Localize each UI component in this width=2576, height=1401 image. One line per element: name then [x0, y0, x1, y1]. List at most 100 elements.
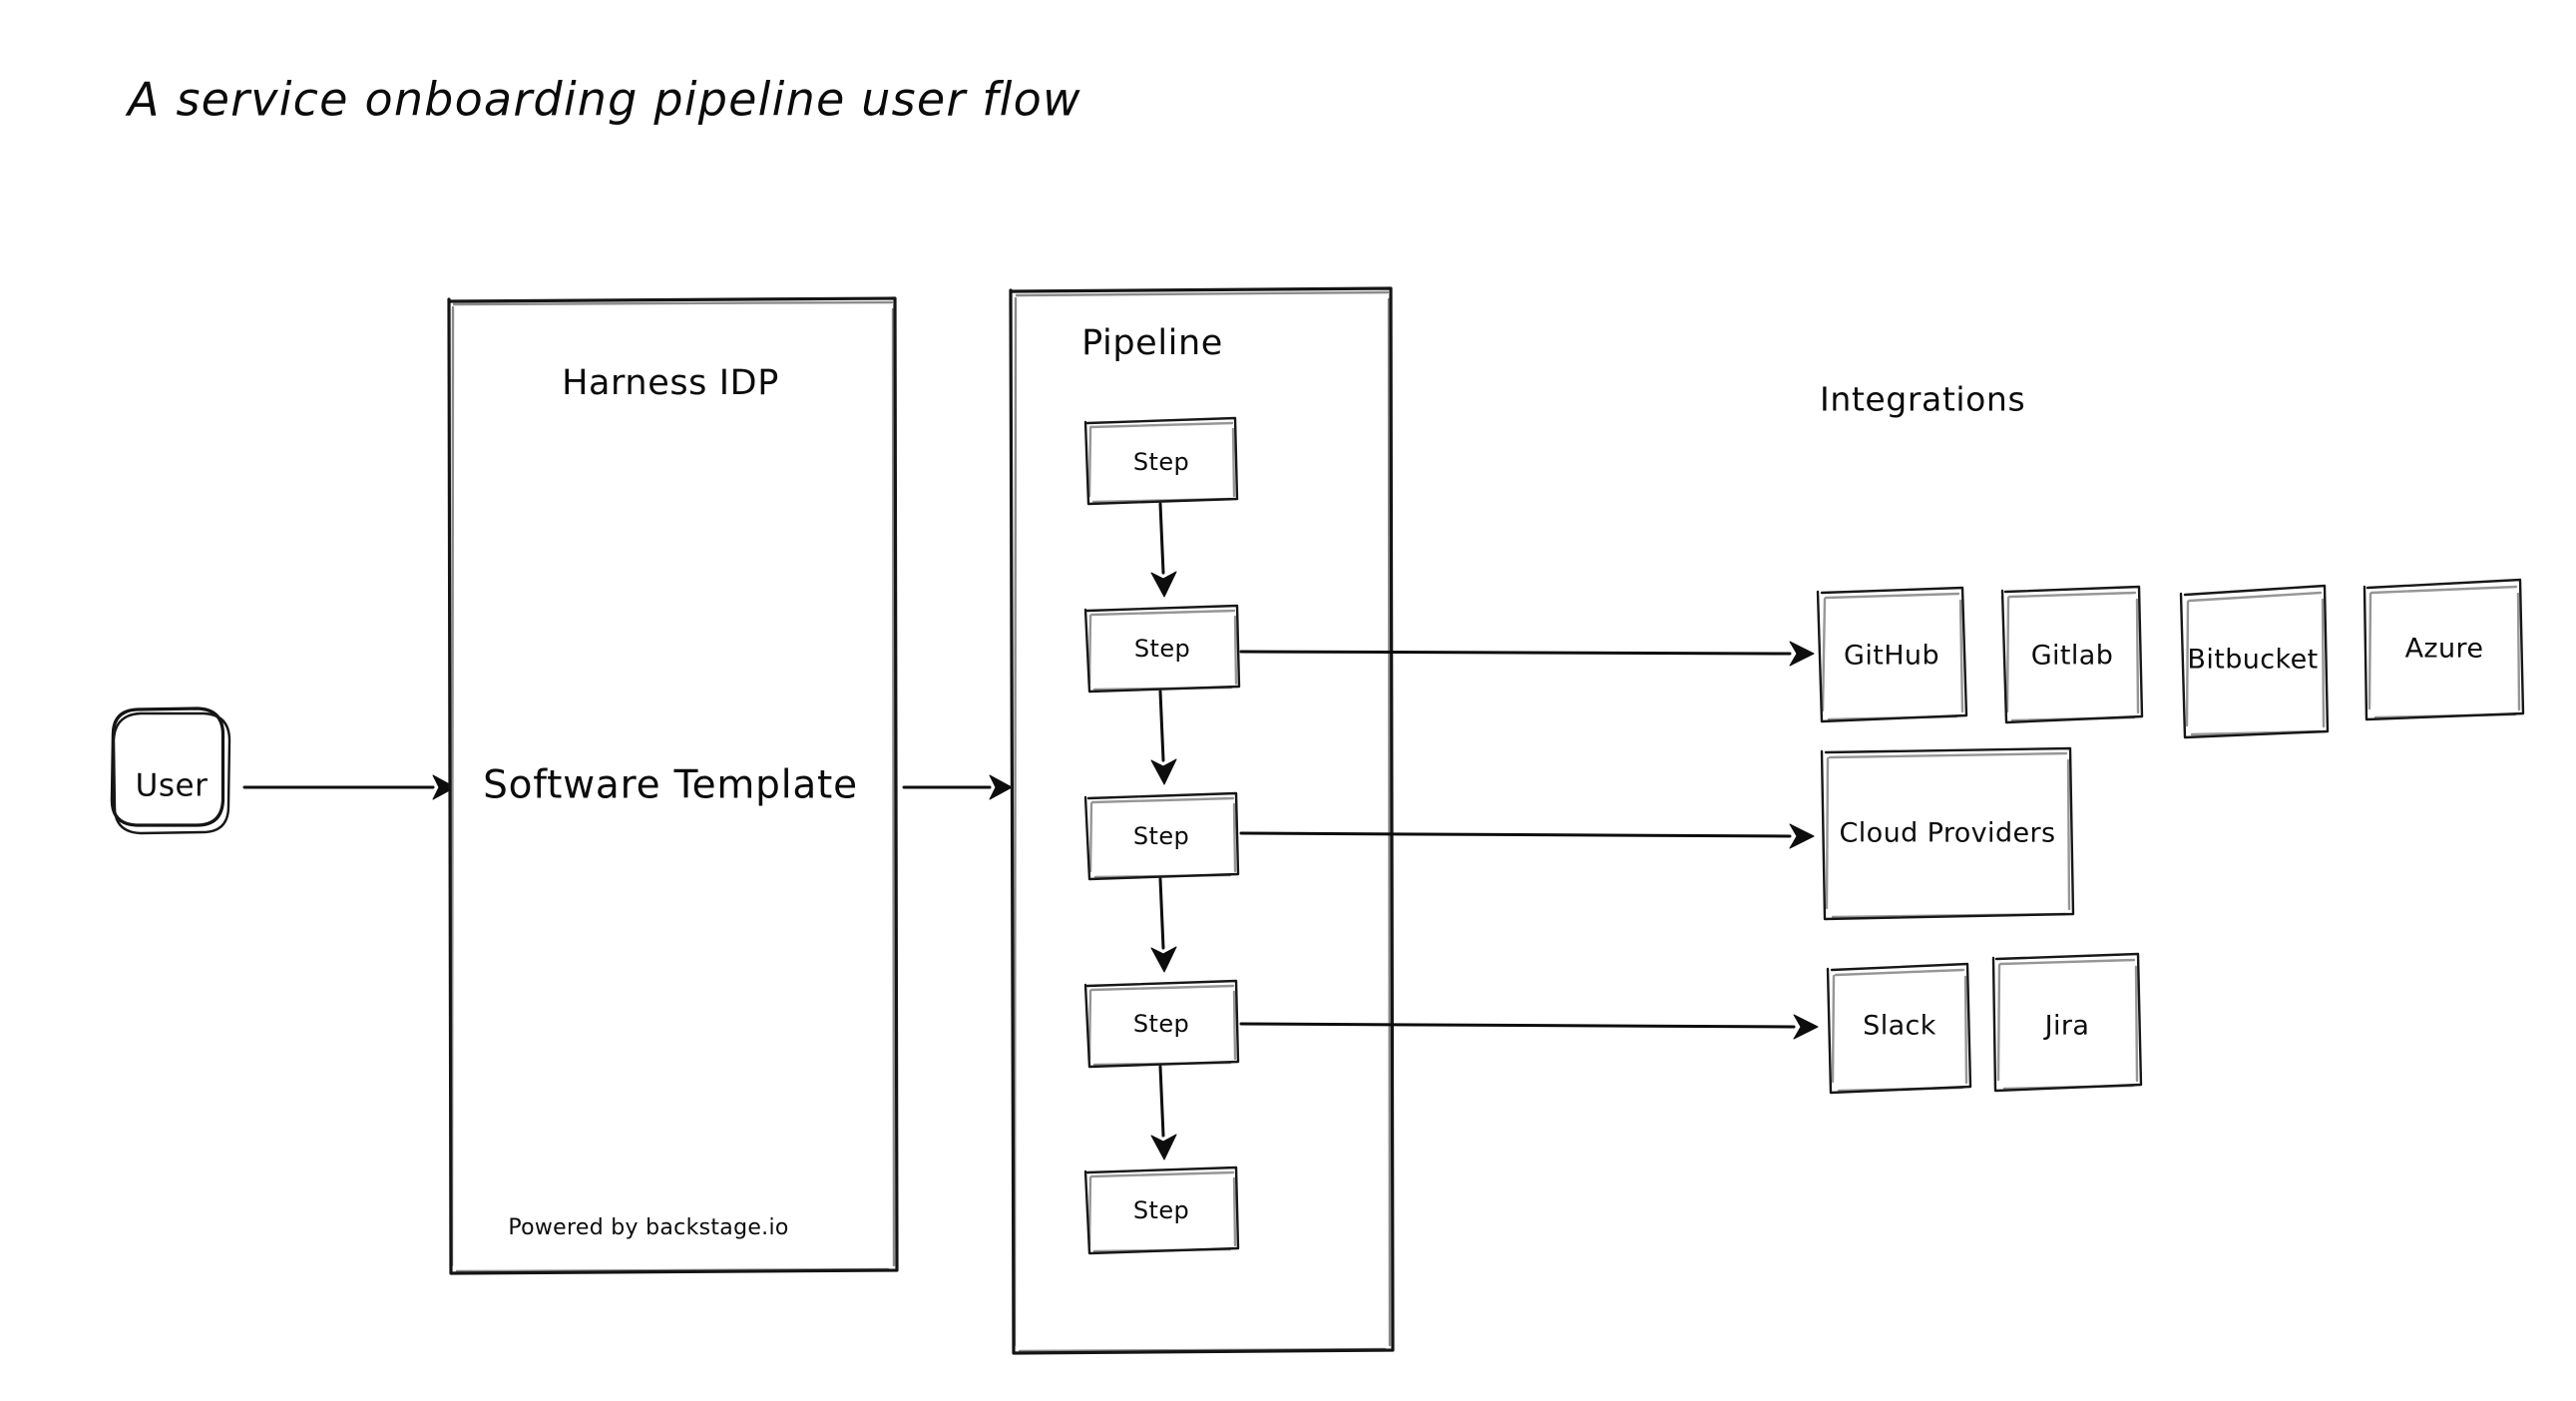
connector-line — [1158, 877, 1165, 950]
integration-label: Bitbucket — [2187, 645, 2318, 676]
integration-slack[interactable]: Slack — [1826, 962, 1972, 1095]
connector-line — [1158, 502, 1165, 575]
connector-step4-to-slack — [1239, 1014, 1819, 1040]
integration-cloud-providers[interactable]: Cloud Providers — [1820, 746, 2075, 921]
idp-container-title: Harness IDP — [562, 363, 779, 403]
idp-container-outline-2 — [450, 300, 896, 1273]
connector-line — [1239, 1022, 1796, 1029]
pipeline-step-3[interactable]: Step — [1083, 791, 1240, 881]
pipeline-step-1[interactable]: Step — [1083, 416, 1239, 506]
arrowhead — [1150, 758, 1177, 785]
integration-box-outline-1 — [2179, 584, 2330, 739]
step-box-outline-1 — [1083, 1166, 1240, 1255]
connector-idp-to-pipeline — [902, 774, 1013, 800]
integration-box-outline-1 — [1991, 952, 2143, 1093]
integration-box-outline-2 — [2005, 591, 2140, 722]
arrowhead — [1789, 823, 1815, 849]
step-label: Step — [1133, 1010, 1189, 1038]
user-box-outline-2 — [112, 711, 231, 835]
pipeline-step-4[interactable]: Step — [1083, 979, 1240, 1069]
step-box-fill — [1086, 983, 1237, 1065]
arrowhead — [1150, 1134, 1177, 1161]
step-label: Step — [1134, 635, 1190, 663]
connector-line — [1158, 1065, 1165, 1138]
pipeline-container-outline-2 — [1013, 290, 1392, 1353]
integration-box-outline-1 — [2000, 585, 2144, 724]
container-pipeline[interactable]: Pipeline Step Step — [1009, 286, 1395, 1355]
connector-step2-to-github — [1239, 641, 1815, 667]
idp-footer-label: Powered by backstage.io — [508, 1215, 788, 1240]
integrations-title: Integrations — [1820, 380, 2025, 419]
integration-box-outline-1 — [1816, 586, 1968, 723]
integration-box-fill — [1824, 750, 2071, 916]
arrowhead — [1150, 946, 1177, 973]
integration-box-outline-2 — [1831, 968, 1968, 1093]
integration-label: GitHub — [1844, 641, 1939, 672]
integration-github[interactable]: GitHub — [1816, 586, 1968, 723]
integration-label: Slack — [1863, 1011, 1936, 1042]
integration-box-outline-2 — [1996, 958, 2139, 1091]
integration-label: Gitlab — [2031, 641, 2114, 672]
integration-label: Jira — [2043, 1011, 2090, 1042]
integration-label: Azure — [2405, 634, 2484, 665]
integration-box-outline-2 — [1825, 751, 2071, 919]
user-label: User — [136, 768, 209, 804]
step-box-fill — [1086, 420, 1236, 502]
integration-box-fill — [2366, 582, 2521, 716]
node-user[interactable]: User — [110, 706, 231, 835]
connector-step2-step3 — [1150, 690, 1177, 785]
integration-bitbucket[interactable]: Bitbucket — [2179, 584, 2330, 739]
integration-box-outline-1 — [1826, 962, 1972, 1095]
arrowhead — [1150, 571, 1177, 598]
step-box-fill — [1086, 608, 1238, 690]
step-box-outline-2 — [1087, 609, 1238, 692]
pipeline-container-outline-1 — [1009, 286, 1395, 1355]
connector-line — [1239, 650, 1792, 656]
step-box-fill — [1086, 1169, 1237, 1251]
connector-step3-to-cloud-providers — [1239, 823, 1815, 849]
integration-jira[interactable]: Jira — [1991, 952, 2143, 1093]
idp-container-fill — [449, 299, 896, 1272]
integration-box-fill — [2183, 588, 2326, 733]
pipeline-container-title: Pipeline — [1081, 323, 1223, 363]
arrowhead — [1789, 641, 1815, 667]
connector-line — [1239, 831, 1792, 838]
step-label: Step — [1133, 448, 1189, 476]
step-label: Step — [1133, 1196, 1189, 1224]
step-box-outline-2 — [1087, 984, 1237, 1067]
container-harness-idp[interactable]: Harness IDP Software Template Powered by… — [447, 296, 899, 1275]
arrowhead — [989, 774, 1013, 800]
integration-azure[interactable]: Azure — [2362, 578, 2525, 721]
integration-gitlab[interactable]: Gitlab — [2000, 585, 2144, 724]
arrowhead — [1793, 1014, 1819, 1040]
connector-step3-step4 — [1150, 877, 1177, 973]
step-box-outline-1 — [1083, 979, 1240, 1069]
arrowhead — [432, 774, 456, 800]
user-box-outline-1 — [110, 706, 225, 827]
step-box-outline-2 — [1087, 421, 1236, 504]
integration-box-outline-2 — [2185, 591, 2326, 736]
pipeline-step-5[interactable]: Step — [1083, 1166, 1240, 1255]
integration-box-fill — [1820, 591, 1963, 718]
software-template-label: Software Template — [483, 763, 858, 808]
integration-box-outline-2 — [1821, 592, 1964, 721]
pipeline-step-2[interactable]: Step — [1083, 604, 1241, 694]
integration-label: Cloud Providers — [1840, 818, 2056, 849]
integration-box-fill — [1995, 956, 2139, 1088]
idp-container-outline-1 — [447, 296, 899, 1275]
step-box-outline-2 — [1088, 796, 1237, 879]
step-box-fill — [1086, 795, 1237, 877]
step-label: Step — [1133, 822, 1189, 850]
step-box-outline-1 — [1083, 416, 1239, 506]
connector-step4-step5 — [1150, 1065, 1177, 1161]
integration-box-fill — [1830, 966, 1968, 1090]
connector-line — [1158, 690, 1165, 762]
step-box-outline-1 — [1083, 604, 1241, 694]
step-box-outline-1 — [1083, 791, 1240, 881]
integration-box-fill — [2004, 590, 2140, 718]
step-box-outline-2 — [1087, 1170, 1237, 1253]
page-title: A service onboarding pipeline user flow — [125, 73, 1081, 127]
integration-box-outline-1 — [1820, 746, 2075, 921]
